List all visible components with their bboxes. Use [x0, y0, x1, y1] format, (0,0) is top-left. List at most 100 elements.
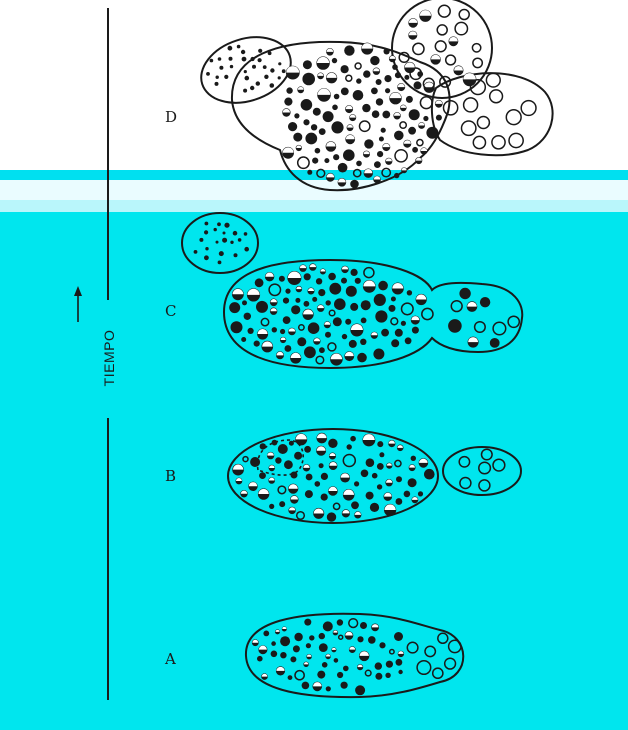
stage-d-particle — [353, 90, 364, 101]
stage-b-particle — [327, 512, 336, 521]
stage-a-particle — [302, 682, 310, 690]
stage-d-particle — [384, 48, 390, 54]
stage-d-particle — [313, 108, 321, 116]
stage-a-particle — [317, 671, 325, 679]
stage-b-particle — [396, 476, 402, 482]
stage-c-satellite-dot — [204, 255, 209, 260]
stage-c-satellite-dot — [204, 230, 208, 234]
stage-d-particle — [338, 163, 348, 173]
stage-c-particle — [297, 337, 306, 346]
stage-c-particle — [280, 329, 285, 334]
stage-d-particle — [374, 161, 381, 168]
stage-d-satellite-dot — [278, 76, 281, 79]
stage-d-particle — [333, 154, 339, 160]
stage-b-particle — [404, 491, 411, 498]
stage-b-particle — [350, 436, 356, 442]
stage-a-particle — [322, 662, 328, 668]
stage-d-particle — [305, 133, 317, 145]
stage-c-satellite-dot — [244, 247, 249, 252]
stage-a-particle — [398, 670, 402, 674]
stage-b-particle — [366, 458, 375, 467]
stage-d-particle — [302, 73, 315, 86]
stage-c-particle — [279, 276, 285, 282]
stage-a-particle — [385, 673, 390, 678]
stage-c-particle — [255, 278, 264, 287]
stage-c-particle — [308, 322, 320, 334]
stage-d-satellite-dot — [251, 57, 255, 61]
stage-d-particle — [395, 72, 401, 78]
stage-c-satellite-dot — [223, 232, 226, 235]
stage-c-particle — [283, 316, 291, 324]
stage-d-particle — [319, 128, 326, 135]
stage-d-particle — [382, 111, 390, 119]
stage-d-particle — [341, 65, 349, 73]
stage-a-particle — [309, 635, 314, 640]
stage-d-particle — [286, 87, 292, 93]
stage-c-satellite-dot — [218, 261, 222, 265]
stage-c-particle — [412, 327, 419, 334]
stage-a-particle — [323, 621, 333, 631]
stage-d-particle — [379, 137, 384, 142]
stage-d-particle — [404, 75, 409, 80]
stage-a-particle — [337, 672, 343, 678]
stage-d-particle — [293, 133, 302, 142]
stage-a-particle — [334, 658, 339, 663]
axis-label: TIEMPO — [101, 330, 117, 387]
stage-c-particle — [291, 305, 300, 314]
stage-a-particle — [271, 651, 278, 658]
stage-c-vacuole — [490, 338, 500, 348]
stage-c-satellite-dot — [230, 241, 233, 244]
stage-d-satellite-dot — [258, 58, 262, 62]
stage-a-particle — [355, 685, 365, 695]
stage-d-satellite-dot — [268, 51, 272, 55]
stage-a-particle — [306, 643, 311, 648]
stage-d-particle — [412, 147, 418, 153]
stage-label-a: A — [164, 650, 176, 668]
stage-a-particle — [394, 632, 403, 641]
stage-d-satellite-dot — [256, 81, 260, 85]
stage-b-particle — [319, 463, 324, 468]
stage-d-particle — [406, 96, 413, 103]
stage-b-particle — [269, 504, 274, 509]
stage-d-particle — [364, 139, 373, 148]
stage-d-satellite-dot — [206, 72, 210, 76]
stage-d-particle — [356, 78, 361, 83]
stage-d-particle — [312, 158, 318, 164]
stage-c-particle — [395, 329, 403, 337]
stage-d-particle — [350, 180, 359, 189]
stage-d-satellite-dot — [241, 50, 245, 54]
stage-a-particle — [290, 656, 296, 662]
stage-d-particle — [332, 105, 338, 111]
stage-c-satellite-dot — [219, 251, 224, 256]
stage-c-satellite-dot — [214, 228, 217, 231]
stage-c-particle — [319, 347, 325, 353]
stage-b-particle — [289, 441, 294, 446]
stage-c-particle — [272, 327, 277, 332]
stage-d-satellite-dot — [250, 86, 254, 90]
stage-d-particle — [394, 131, 404, 141]
stage-c-satellite-dot — [205, 247, 208, 250]
stage-c-satellite-dot — [205, 222, 209, 226]
stage-a-particle — [341, 682, 348, 689]
stage-c-satellite-dot — [234, 253, 238, 257]
stage-c-particle — [361, 318, 367, 324]
stage-c-vacuole — [459, 288, 470, 299]
stage-b-particle — [321, 473, 328, 480]
stage-a-particle — [280, 652, 286, 658]
stage-c-particle — [401, 321, 406, 326]
stage-c-particle — [316, 278, 322, 284]
stage-d-satellite-dot — [282, 69, 286, 73]
stage-c-particle — [374, 294, 386, 306]
water-band-line — [0, 170, 628, 180]
stage-d-satellite-dot — [244, 70, 247, 73]
stage-b-particle — [424, 469, 435, 480]
stage-a-particle — [368, 636, 376, 644]
stage-b-particle — [377, 484, 382, 489]
stage-d-particle — [356, 161, 362, 167]
stage-d-particle — [423, 116, 428, 121]
stage-c-particle — [231, 321, 243, 333]
stage-d-particle — [377, 151, 383, 157]
stage-d-particle — [334, 94, 340, 100]
stage-b-particle — [370, 503, 379, 512]
